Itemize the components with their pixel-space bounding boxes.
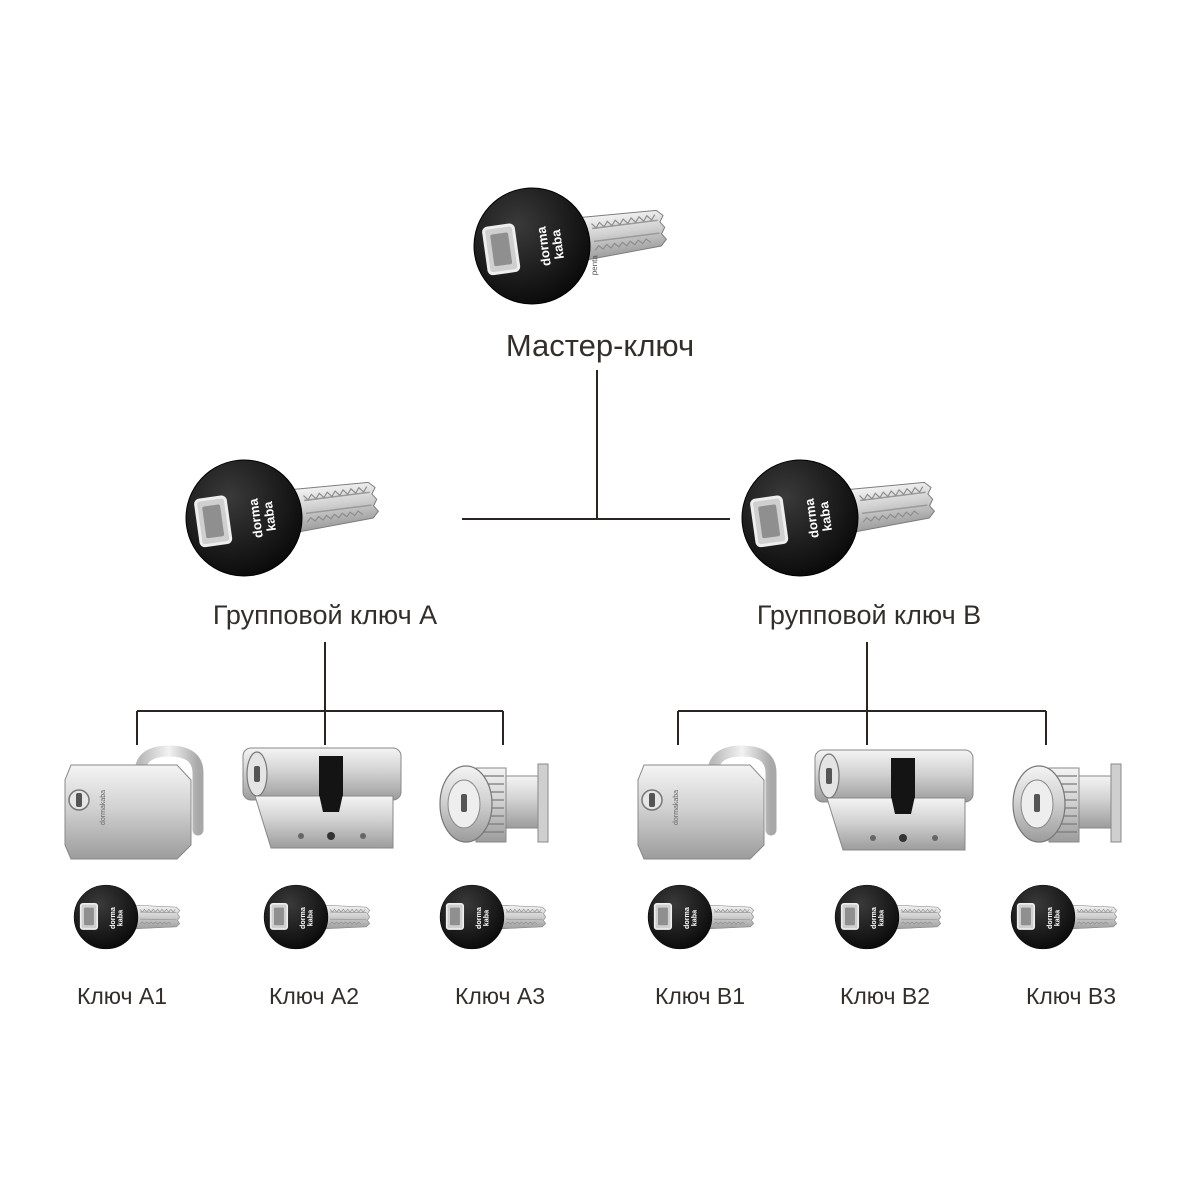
cylinder-lock-icon xyxy=(814,749,974,851)
connector-lines xyxy=(136,370,1047,745)
master-key-icon: penta xyxy=(464,168,675,314)
padlock-icon: dormakaba xyxy=(637,745,777,860)
cam-lock-icon xyxy=(439,763,549,843)
key-b2-icon xyxy=(834,884,942,950)
group-key-a-label: Групповой ключ A xyxy=(212,600,438,630)
group-key-b-icon xyxy=(732,440,943,586)
key-a3-icon xyxy=(439,884,547,950)
key-a1-icon xyxy=(73,884,181,950)
cylinder-lock-icon xyxy=(242,747,402,849)
padlock-icon: dormakaba xyxy=(64,745,204,860)
key-a3-label: Ключ A3 xyxy=(454,983,546,1009)
key-a2-label: Ключ A2 xyxy=(268,983,360,1009)
key-b3-label: Ключ B3 xyxy=(1025,983,1117,1009)
key-b3-icon xyxy=(1010,884,1118,950)
svg-text:dormakaba: dormakaba xyxy=(673,790,680,825)
key-stamp-text: penta xyxy=(590,254,600,275)
group-key-b-label: Групповой ключ B xyxy=(756,600,982,630)
key-b1-icon xyxy=(647,884,755,950)
master-key-label: Мастер-ключ xyxy=(505,328,695,363)
cam-lock-icon xyxy=(1012,763,1122,843)
group-key-a-icon xyxy=(176,440,387,586)
key-a1-label: Ключ A1 xyxy=(76,983,168,1009)
svg-text:dormakaba: dormakaba xyxy=(100,790,107,825)
key-a2-icon xyxy=(263,884,371,950)
key-b2-label: Ключ B2 xyxy=(839,983,931,1009)
key-b1-label: Ключ B1 xyxy=(654,983,746,1009)
